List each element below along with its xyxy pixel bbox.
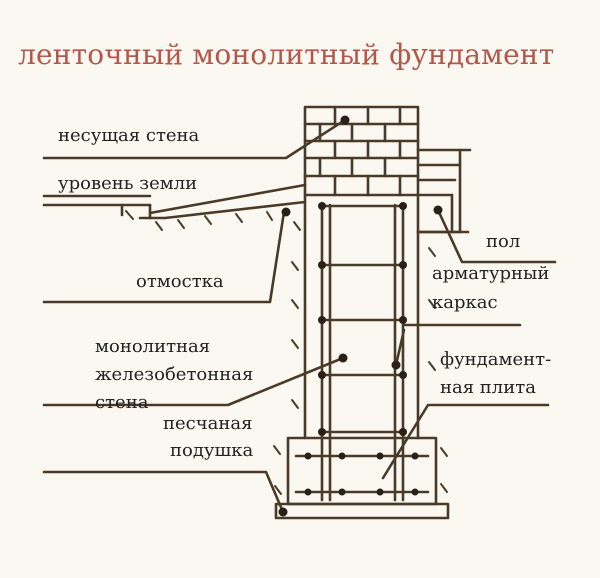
leader-wall (42, 118, 347, 160)
rebar-cage (320, 203, 405, 502)
leader-floor (436, 208, 557, 264)
leader-slab (381, 403, 550, 480)
label-concrete-wall-line1: монолитная (95, 336, 211, 357)
label-bearing-wall: несущая стена (58, 125, 200, 146)
label-ground-level: уровень земли (58, 173, 198, 194)
leader-lines (42, 118, 557, 514)
leader-concrete-wall (42, 356, 345, 407)
floor-structure (416, 148, 472, 234)
label-rebar-frame-line1: арматурный (432, 263, 550, 284)
marker-dots (278, 115, 443, 517)
label-slab-line2: ная плита (440, 377, 536, 398)
label-concrete-wall-line3: стена (95, 392, 149, 413)
label-floor: пол (486, 231, 521, 252)
label-sand-line2: подушка (170, 440, 254, 461)
sand-cushion (274, 502, 450, 520)
diagram-title: ленточный монолитный фундамент (18, 38, 555, 71)
ground-and-blind-area (42, 183, 470, 234)
label-sand-line1: песчаная (163, 413, 253, 434)
leader-blind-area (42, 210, 286, 304)
leader-frame-2 (394, 328, 406, 367)
concrete-wall (303, 193, 420, 440)
label-blind-area: отмостка (136, 271, 224, 292)
soil-hatching (125, 210, 448, 495)
label-slab-line1: фундамент- (440, 349, 552, 370)
leader-sand (42, 470, 285, 514)
label-concrete-wall-line2: железобетонная (95, 364, 254, 385)
brick-wall (303, 105, 420, 197)
label-rebar-frame-line2: каркас (432, 292, 498, 313)
